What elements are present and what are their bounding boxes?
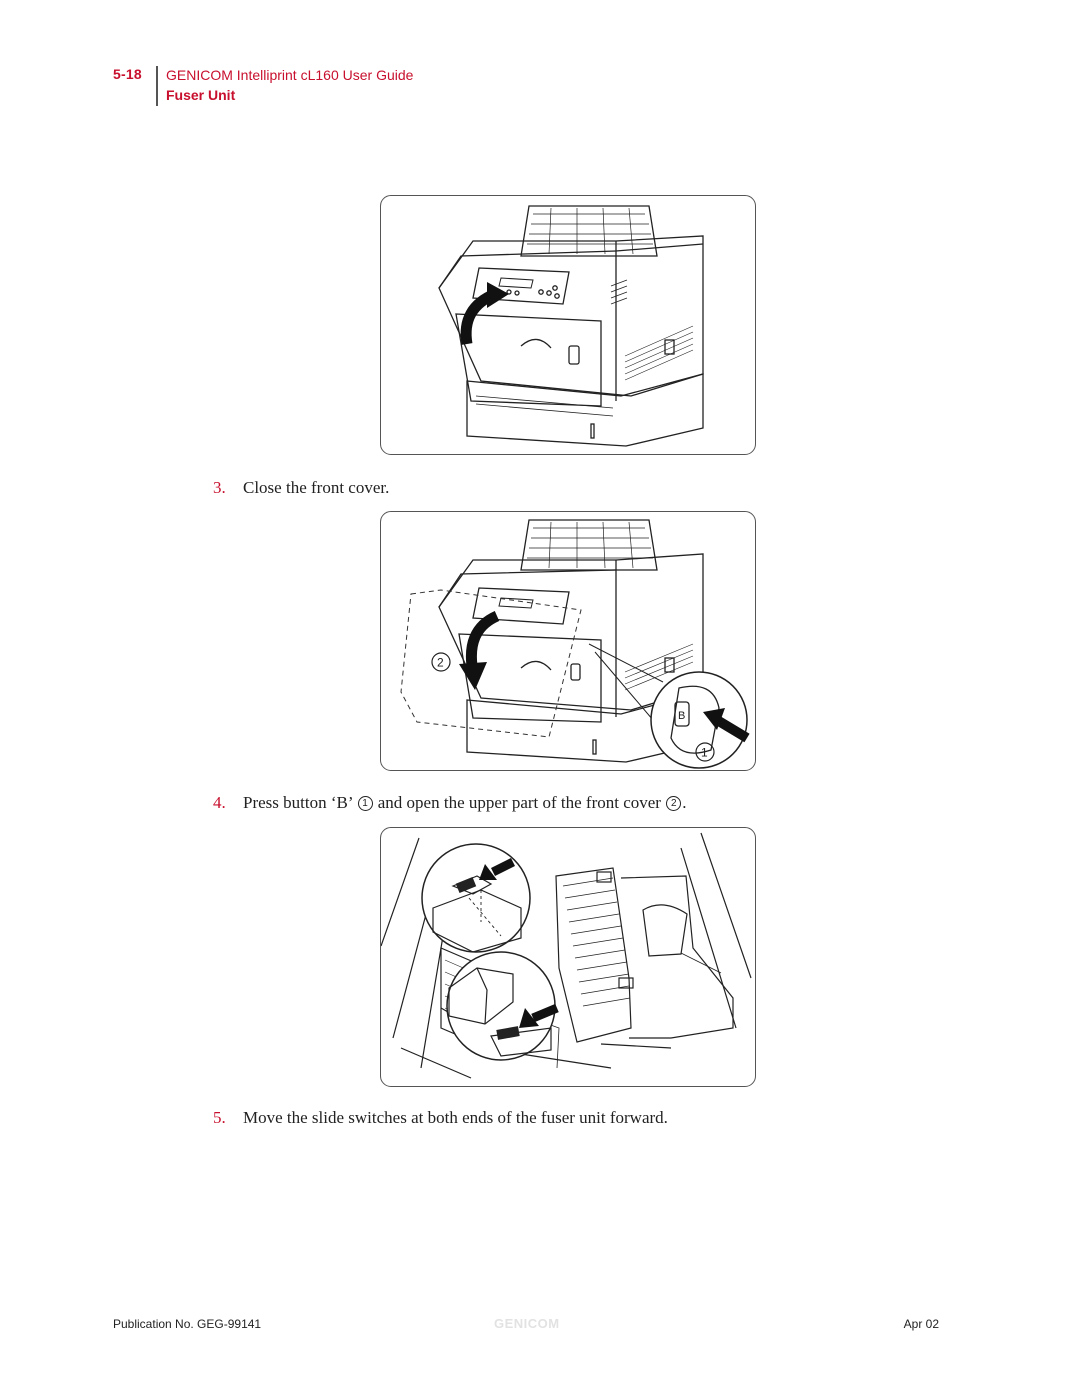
step-text-middle: and open the upper part of the front cov… [377, 793, 661, 812]
step-4: 4. Press button ‘B’ 1 and open the upper … [213, 793, 686, 813]
button-b-label: B [678, 710, 685, 722]
step-text-before: Press button ‘B’ [243, 793, 353, 812]
guide-title: GENICOM Intelliprint cL160 User Guide [166, 67, 414, 83]
marker-2: 2 [666, 796, 682, 811]
figure-close-front-cover [380, 195, 756, 455]
callout-1: 1 [701, 746, 708, 760]
step-text: Move the slide switches at both ends of … [243, 1108, 668, 1127]
page-number: 5-18 [113, 66, 142, 82]
figure-fuser-slide-switches [380, 827, 756, 1087]
fuser-interior-illustration [381, 832, 752, 1079]
brand-watermark: GENICOM [494, 1316, 560, 1331]
step-5: 5. Move the slide switches at both ends o… [213, 1108, 668, 1128]
step-number: 5. [213, 1108, 226, 1127]
publication-number: Publication No. GEG-99141 [113, 1317, 262, 1331]
callout-2: 2 [437, 656, 444, 670]
section-title: Fuser Unit [166, 87, 236, 103]
header-divider [156, 66, 158, 106]
step-3: 3. Close the front cover. [213, 478, 389, 498]
step-text-after: . [682, 793, 687, 812]
figure-press-button-b: B 2 1 [380, 511, 756, 771]
printer-button-b-illustration: B 2 1 [400, 519, 750, 769]
step-number: 4. [213, 793, 226, 812]
publication-date: Apr 02 [903, 1317, 939, 1331]
step-text: Close the front cover. [243, 478, 390, 497]
marker-1: 1 [357, 796, 373, 811]
step-number: 3. [213, 478, 226, 497]
printer-open-illustration [438, 205, 704, 447]
